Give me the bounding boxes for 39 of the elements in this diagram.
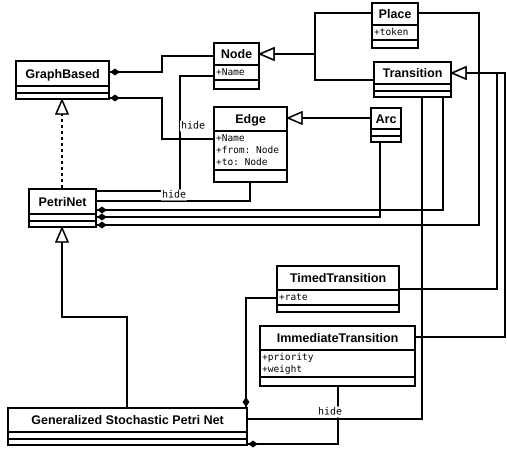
class-name: Edge <box>234 111 267 128</box>
class-box <box>373 61 452 98</box>
class-box <box>213 106 288 183</box>
attribute-text: +token <box>374 27 410 39</box>
class-name: Generalized Stochastic Petri Net <box>30 412 225 429</box>
class-box <box>28 188 97 228</box>
edge-label: hide <box>316 406 344 418</box>
class-name: PetriNet <box>38 194 88 210</box>
arrow <box>55 99 69 188</box>
arrow <box>259 47 373 81</box>
class-box <box>259 325 416 387</box>
attribute-text: +Name <box>216 67 246 79</box>
attribute-text: +rate <box>279 292 309 304</box>
arrow <box>287 111 370 125</box>
attribute-text: +Name <box>216 133 246 145</box>
class-box <box>370 107 402 143</box>
connector-line <box>97 183 251 202</box>
class-box <box>276 265 400 313</box>
attribute-text: +weight <box>262 364 304 376</box>
class-name: GraphBased <box>24 66 101 83</box>
connector-line <box>248 98 423 420</box>
attribute-text: +to: Node <box>216 157 268 169</box>
class-box <box>371 2 419 49</box>
arrow <box>55 227 128 407</box>
edge-label: hide <box>160 190 188 200</box>
class-name: Node <box>220 46 254 63</box>
attribute-text: +from: Node <box>216 145 280 157</box>
edge-label: hide <box>180 120 206 132</box>
class-name: ImmediateTransition <box>276 330 400 347</box>
attribute-text: +priority <box>262 352 314 364</box>
class-name: TimedTransition <box>288 270 388 287</box>
class-name: Place <box>378 6 412 23</box>
arrow <box>416 66 506 338</box>
class-box <box>7 407 248 446</box>
class-name: Arc <box>374 110 398 128</box>
class-box <box>15 60 110 100</box>
class-name: Transition <box>382 65 444 82</box>
connector-line <box>97 75 213 192</box>
class-box <box>213 42 260 90</box>
